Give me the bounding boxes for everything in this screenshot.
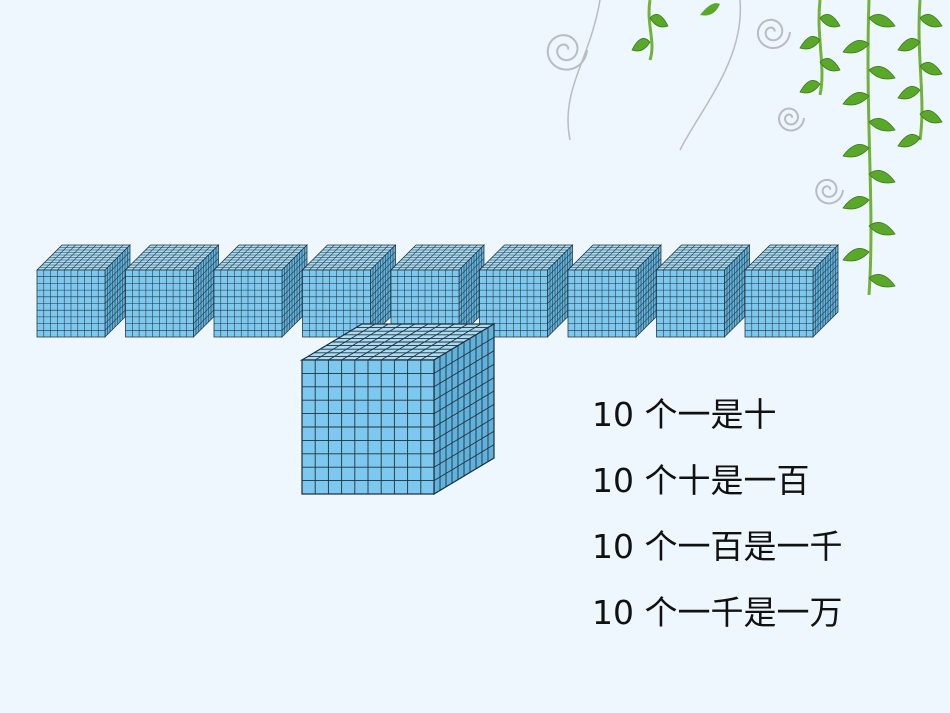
swirl-decoration-icon: [756, 18, 791, 50]
swirl-decoration-icon: [778, 107, 805, 132]
statement-thousands-to-ten-thousand: 10 个一千是一万: [592, 593, 843, 632]
swirl-decoration-icon: [546, 34, 588, 71]
decoration-layer: [546, 0, 943, 296]
thousand-cubes-row: [36, 244, 839, 338]
thousand-cube-icon: [744, 244, 839, 338]
ten-thousand-cube: [299, 322, 497, 496]
vine-decoration-icon: [897, 0, 943, 148]
statement-hundreds-to-thousand: 10 个一百是一千: [592, 527, 843, 566]
thousand-cube-icon: [36, 244, 131, 338]
vine-decoration-icon: [799, 0, 841, 96]
thousand-cube-icon: [390, 244, 485, 338]
thousand-cube-icon: [478, 244, 574, 338]
thousand-cube-icon: [124, 244, 220, 338]
swirl-decoration-icon: [815, 178, 844, 205]
statement-tens-to-hundred: 10 个十是一百: [592, 461, 810, 500]
vine-decoration-icon: [842, 0, 896, 296]
leaf-decoration-icon: [700, 3, 720, 16]
swirl-decoration-icon: [567, 0, 601, 141]
thousand-cube-icon: [213, 244, 308, 338]
thousand-cube-icon: [655, 244, 751, 338]
statement-ones-to-ten: 10 个一是十: [592, 395, 777, 434]
ten-thousand-cube-icon: [299, 322, 497, 496]
thousand-cube-icon: [567, 244, 662, 338]
place-value-statements: 10 个一是十 10 个十是一百 10 个一百是一千 10 个一千是一万: [592, 392, 912, 656]
thousand-cube-icon: [301, 244, 397, 338]
swirl-decoration-icon: [679, 0, 742, 151]
vine-decoration-icon: [631, 0, 669, 61]
